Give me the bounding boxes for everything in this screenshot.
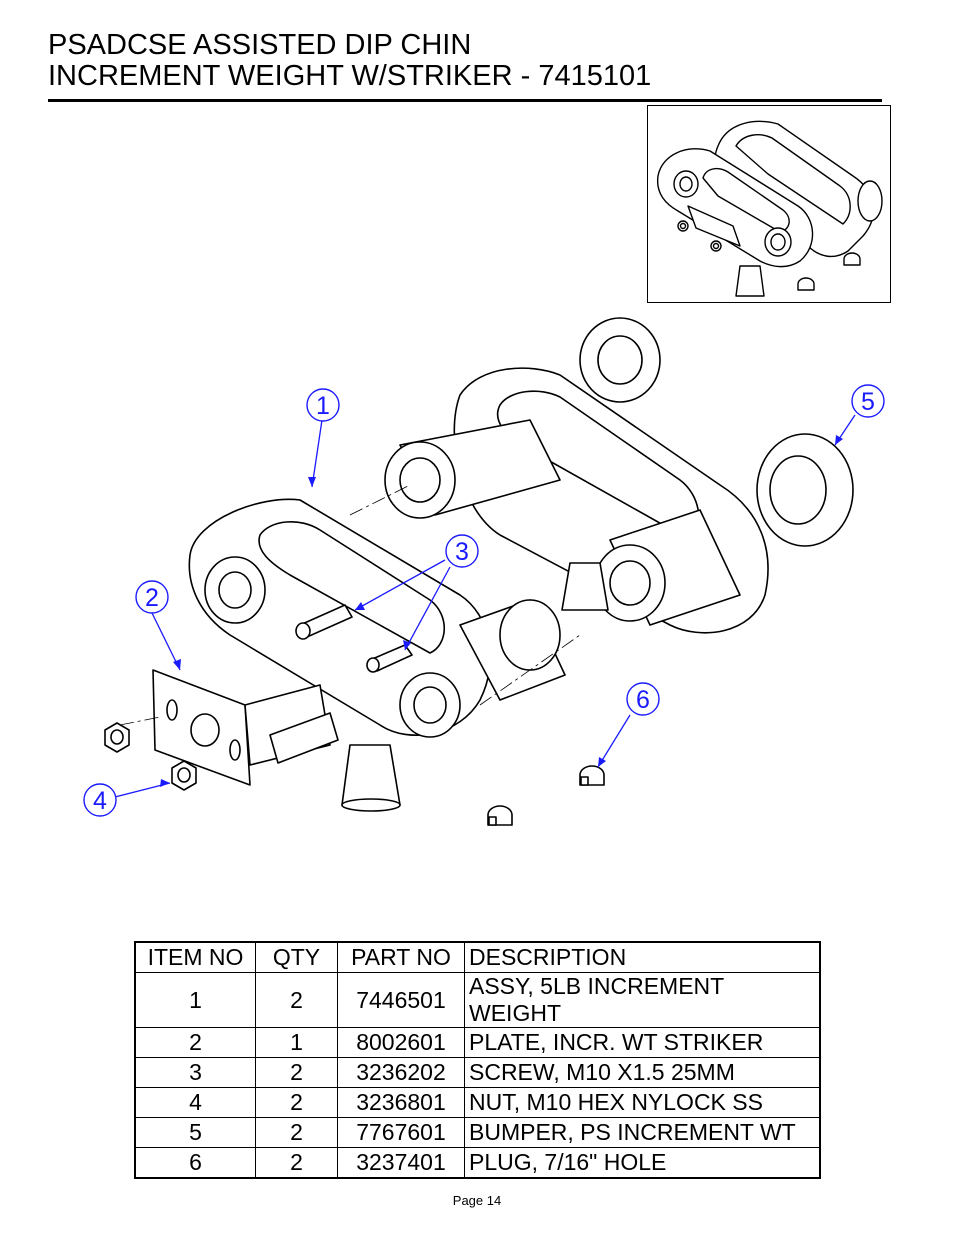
cell-part-no: 7767601	[337, 1117, 465, 1148]
callout-2: 2	[145, 584, 159, 612]
cell-item-no: 2	[134, 1027, 256, 1058]
cell-description: PLATE, INCR. WT STRIKER	[464, 1027, 821, 1058]
callout-4: 4	[93, 787, 107, 815]
cell-item-no: 6	[134, 1147, 256, 1179]
table-row: 6 2 3237401 PLUG, 7/16" HOLE	[134, 1147, 821, 1179]
cell-item-no: 1	[134, 972, 256, 1028]
cell-description: SCREW, M10 X1.5 25MM	[464, 1057, 821, 1088]
callout-2-circle	[135, 580, 169, 614]
cell-part-no: 8002601	[337, 1027, 465, 1058]
cell-part-no: 3236801	[337, 1087, 465, 1118]
assembled-view-inset	[647, 105, 891, 303]
title-underline	[48, 99, 882, 102]
cell-part-no: 3236202	[337, 1057, 465, 1088]
header-part-no: PART NO	[337, 941, 465, 973]
header-description: DESCRIPTION	[464, 941, 821, 973]
cell-qty: 2	[255, 1057, 338, 1088]
cell-item-no: 4	[134, 1087, 256, 1118]
table-row: 1 2 7446501 ASSY, 5LB INCREMENT WEIGHT	[134, 972, 821, 1028]
callout-3-circle	[445, 534, 479, 568]
nut-2	[171, 760, 197, 791]
cell-description: NUT, M10 HEX NYLOCK SS	[464, 1087, 821, 1118]
table-row: 5 2 7767601 BUMPER, PS INCREMENT WT	[134, 1117, 821, 1148]
header-qty: QTY	[255, 941, 338, 973]
cell-part-no: 7446501	[337, 972, 465, 1028]
cell-qty: 2	[255, 1147, 338, 1179]
cell-qty: 2	[255, 1087, 338, 1118]
page-title: PSADCSE ASSISTED DIP CHIN INCREMENT WEIG…	[48, 30, 651, 92]
cell-qty: 2	[255, 972, 338, 1028]
exploded-view-drawing: 1 2 3 4 5 6	[83, 317, 885, 826]
callout-1: 1	[316, 392, 330, 420]
header-item-no: ITEM NO	[134, 941, 256, 973]
cell-item-no: 5	[134, 1117, 256, 1148]
assembled-view-drawing	[656, 120, 883, 297]
plug-2	[487, 805, 513, 826]
table-header-row: ITEM NO QTY PART NO DESCRIPTION	[134, 941, 821, 973]
cell-qty: 1	[255, 1027, 338, 1058]
cell-description: PLUG, 7/16" HOLE	[464, 1147, 821, 1179]
callout-5-circle	[851, 384, 885, 418]
callout-1-circle	[306, 388, 340, 422]
parts-table: ITEM NO QTY PART NO DESCRIPTION 1 2 7446…	[134, 941, 821, 1179]
callout-4-circle	[83, 783, 117, 817]
cell-description: ASSY, 5LB INCREMENT WEIGHT	[464, 972, 821, 1028]
plug-1	[579, 765, 605, 786]
title-line-1: PSADCSE ASSISTED DIP CHIN	[48, 29, 472, 61]
callout-3: 3	[455, 538, 469, 566]
cell-item-no: 3	[134, 1057, 256, 1088]
callout-6: 6	[636, 686, 650, 714]
table-row: 4 2 3236801 NUT, M10 HEX NYLOCK SS	[134, 1087, 821, 1118]
cell-description: BUMPER, PS INCREMENT WT	[464, 1117, 821, 1148]
cell-qty: 2	[255, 1117, 338, 1148]
title-line-2: INCREMENT WEIGHT W/STRIKER - 7415101	[48, 60, 652, 92]
page-number: Page 14	[452, 1193, 502, 1208]
callout-5: 5	[861, 388, 875, 416]
table-row: 3 2 3236202 SCREW, M10 X1.5 25MM	[134, 1057, 821, 1088]
table-row: 2 1 8002601 PLATE, INCR. WT STRIKER	[134, 1027, 821, 1058]
callout-6-circle	[626, 682, 660, 716]
cell-part-no: 3237401	[337, 1147, 465, 1179]
nut-1	[104, 722, 130, 753]
